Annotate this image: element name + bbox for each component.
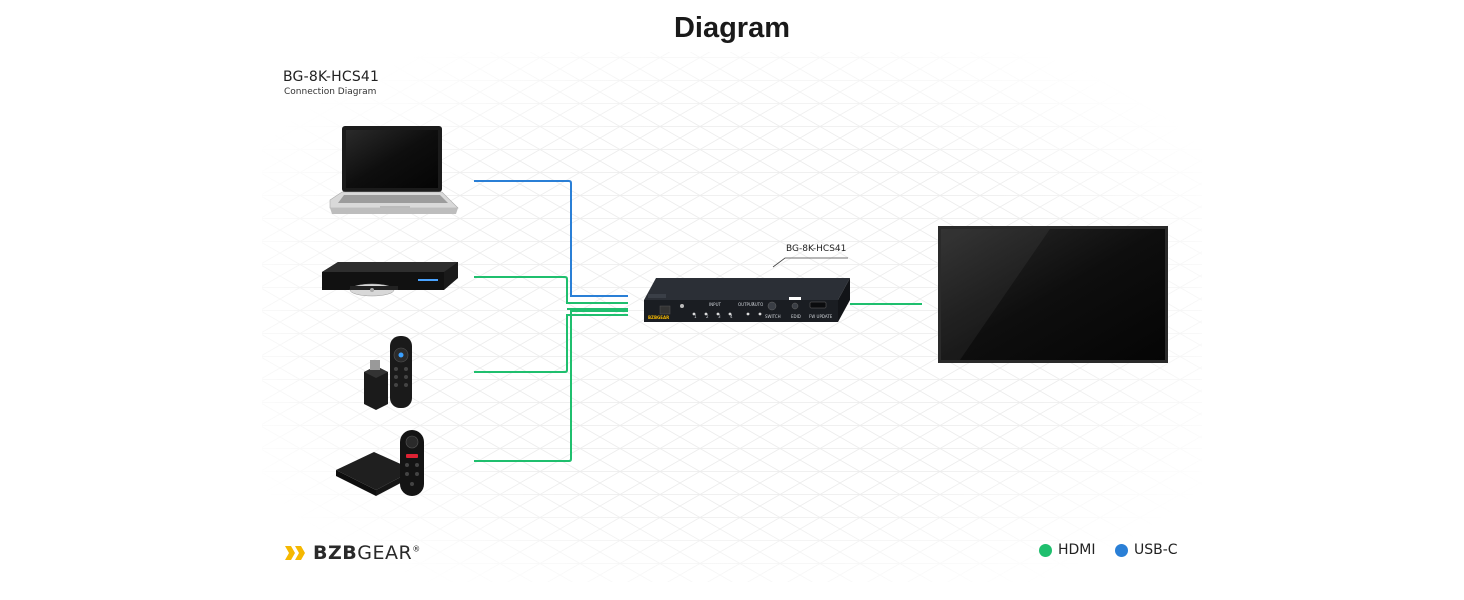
panel-edid-label: EDID: [791, 314, 801, 319]
brand-wordmark: BZBGEAR®: [313, 542, 421, 564]
usbc-dot-icon: [1115, 543, 1128, 557]
legend-item-usbc: USB-C: [1115, 542, 1178, 558]
legend-label-hdmi: HDMI: [1058, 542, 1096, 558]
diagram-subtitle: Connection Diagram: [284, 87, 377, 97]
streaming-stick-icon: [364, 360, 388, 410]
panel-fw-label: FW UPDATE: [809, 314, 833, 319]
panel-number-3: 3: [718, 314, 721, 319]
panel-switch-label: SWITCH: [765, 314, 781, 319]
panel-output-label: OUTPUT: [738, 302, 755, 307]
laptop-icon: [329, 126, 459, 214]
panel-number-2: 2: [706, 314, 709, 319]
hdmi-cable-stick: [474, 314, 628, 373]
usbc-cable-laptop: [474, 180, 628, 297]
device-callout-label: BG-8K-HCS41: [786, 244, 847, 254]
page-title: Diagram: [673, 12, 791, 44]
panel-auto-label: AUTO: [752, 302, 763, 307]
panel-input-label: INPUT: [709, 302, 722, 307]
panel-number-1: 1: [694, 314, 697, 319]
hdmi-cable-bluray: [474, 276, 628, 304]
hdmi-dot-icon: [1039, 543, 1052, 557]
legend-item-hdmi: HDMI: [1039, 542, 1096, 558]
switcher-brand: BZBGEAR: [648, 315, 669, 320]
switcher-panel-labels: BZBGEAR INPUT OUTPUT AUTO SWITCH EDID FW…: [648, 302, 833, 320]
legend-label-usbc: USB-C: [1134, 542, 1178, 558]
remote-control-icon: [390, 336, 412, 408]
switcher-device: [644, 278, 850, 322]
display-icon: [938, 226, 1168, 363]
brand-logo: BZBGEAR®: [283, 542, 421, 564]
callout-leader: [772, 257, 848, 268]
panel-number-4: 4: [730, 314, 733, 319]
bzbgear-logo-icon: [285, 546, 305, 560]
box-remote-icon: [400, 430, 424, 496]
bluray-player-icon: [322, 262, 458, 297]
hdmi-cable-box: [474, 310, 628, 462]
diagram-model-title: BG-8K-HCS41: [283, 69, 380, 85]
